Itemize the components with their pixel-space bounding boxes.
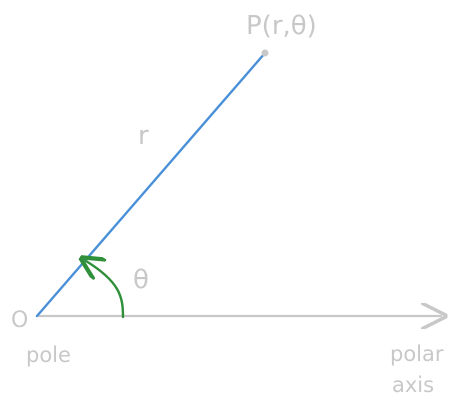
radius-line [35,51,267,318]
pole-label: pole [26,343,71,367]
origin-label: O [11,308,28,333]
polar-axis-label-line-1: polar [390,342,444,366]
point-label: P(r,θ) [246,11,317,41]
angle-arrow [86,261,125,319]
point-marker [261,49,269,57]
polar-axis-label-line-2: axis [392,373,434,397]
radius-label: r [138,121,149,151]
angle-label: θ [133,265,149,295]
